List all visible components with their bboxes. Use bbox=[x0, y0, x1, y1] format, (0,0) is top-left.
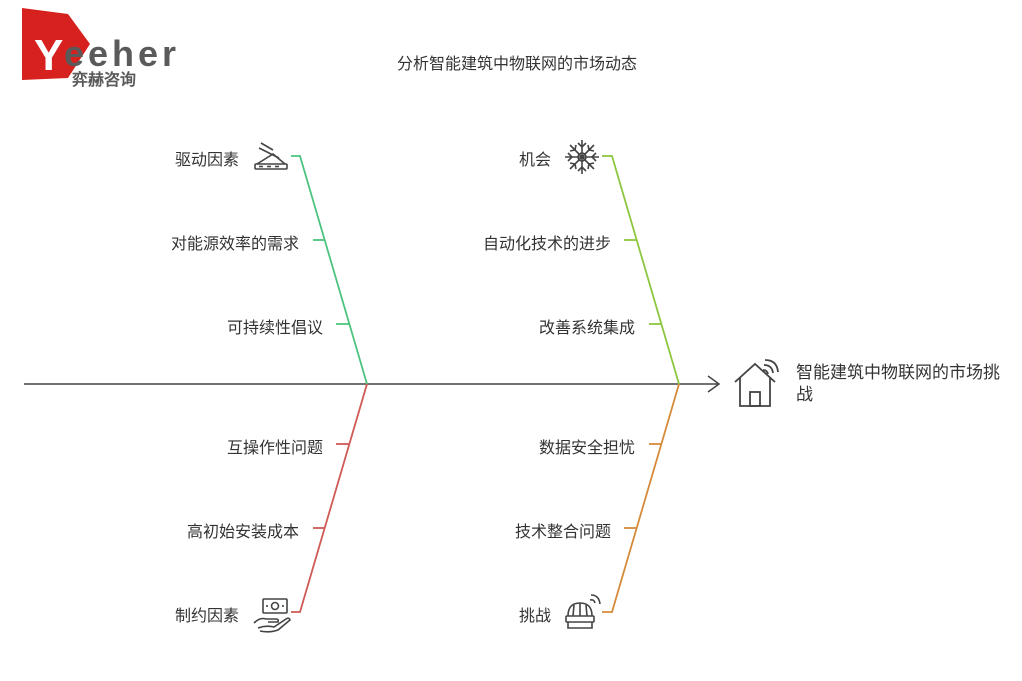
snowflake-icon bbox=[565, 140, 599, 174]
cause-label-challenges-1: 数据安全担忧 bbox=[538, 438, 635, 457]
construction-icon bbox=[254, 142, 288, 170]
category-label-constraints: 制约因素 bbox=[174, 606, 239, 625]
challenges-bone bbox=[602, 383, 680, 613]
cause-label-challenges-2: 技术整合问题 bbox=[514, 522, 611, 541]
diagram-title: 分析智能建筑中物联网的市场动态 bbox=[396, 54, 637, 73]
category-label-drivers: 驱动因素 bbox=[174, 150, 239, 169]
category-label-challenges: 挑战 bbox=[518, 606, 551, 625]
logo-brand-text: eeher bbox=[64, 33, 180, 74]
category-label-opportunities: 机会 bbox=[518, 150, 551, 169]
smart-home-icon bbox=[734, 359, 779, 407]
cause-label-opportunities-1: 自动化技术的进步 bbox=[482, 234, 611, 253]
cause-label-constraints-1: 互操作性问题 bbox=[226, 438, 323, 457]
constraints-bone bbox=[291, 383, 368, 613]
effect-label: 智能建筑中物联网的市场挑战 bbox=[796, 363, 1000, 405]
logo-brand-y: Y bbox=[34, 31, 63, 80]
cause-label-drivers-1: 对能源效率的需求 bbox=[170, 234, 299, 253]
cause-label-constraints-2: 高初始安装成本 bbox=[186, 522, 299, 541]
yeeher-logo: Y eeher 弈赫咨询 bbox=[20, 8, 190, 89]
smart-hat-icon bbox=[565, 594, 601, 629]
logo-cn-text: 弈赫咨询 bbox=[72, 70, 136, 88]
cause-label-drivers-2: 可持续性倡议 bbox=[226, 318, 323, 337]
cause-label-opportunities-2: 改善系统集成 bbox=[538, 318, 635, 337]
spine-arrowhead bbox=[707, 375, 721, 393]
money-hand-icon bbox=[253, 598, 291, 633]
drivers-bone bbox=[291, 155, 368, 385]
opportunities-bone bbox=[602, 155, 680, 385]
